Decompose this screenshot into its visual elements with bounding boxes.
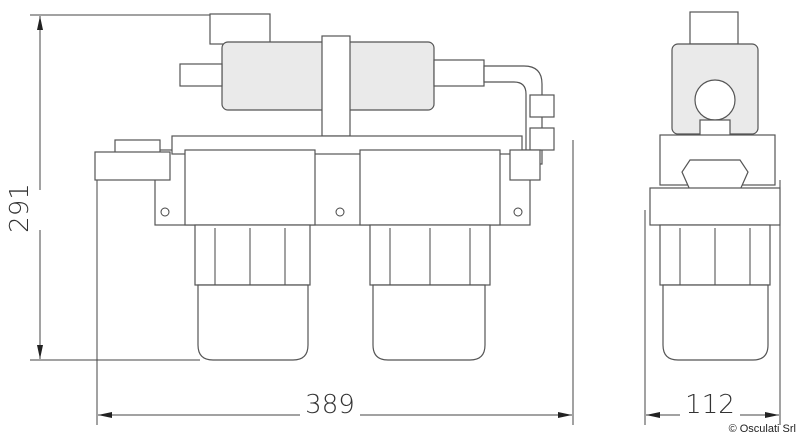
depth-label: 112 bbox=[685, 390, 735, 420]
inlet-fitting bbox=[179, 63, 223, 87]
front-view bbox=[94, 13, 555, 361]
height-label: 291 bbox=[5, 183, 35, 233]
depth-dimension: 112 bbox=[644, 180, 781, 425]
filter-bowl-top-1 bbox=[194, 224, 311, 286]
side-filter-bowl bbox=[662, 284, 769, 361]
ball-valve bbox=[94, 151, 171, 181]
filter-bowl-1 bbox=[197, 284, 309, 361]
copyright-notice: © Osculati Srl bbox=[728, 423, 796, 435]
filter-bowl-2 bbox=[372, 284, 486, 361]
side-fitting bbox=[681, 159, 749, 191]
width-label: 389 bbox=[305, 390, 355, 420]
side-control-box bbox=[689, 11, 739, 45]
uv-clamp bbox=[321, 35, 351, 137]
side-filter-head bbox=[649, 187, 781, 226]
side-view bbox=[649, 11, 781, 361]
filter-head-1 bbox=[184, 149, 316, 226]
height-dimension: 291 bbox=[5, 14, 215, 361]
filter-head-2 bbox=[359, 149, 501, 226]
outlet-fitting bbox=[433, 59, 485, 87]
width-dimension: 389 bbox=[96, 140, 574, 425]
uv-control-box bbox=[209, 13, 271, 45]
